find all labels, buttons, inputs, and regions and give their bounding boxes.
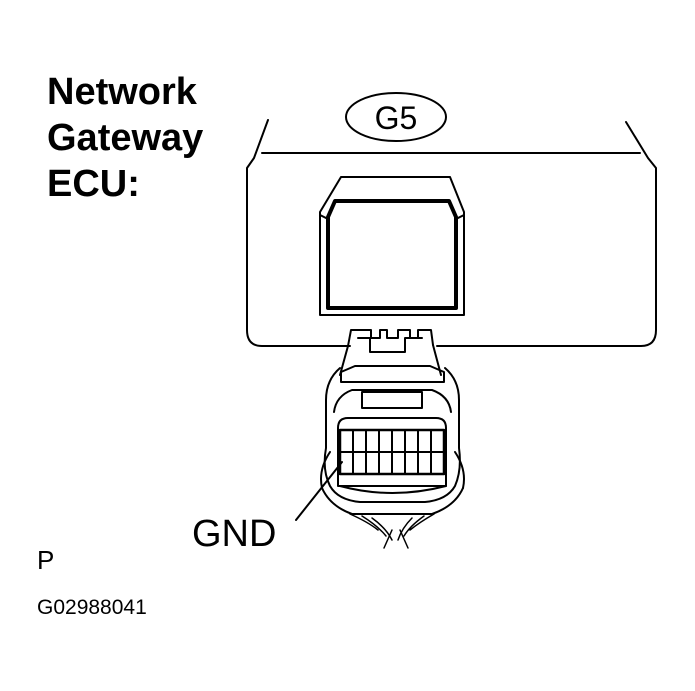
view-marker: P xyxy=(37,545,55,575)
wire-bundle xyxy=(349,513,435,549)
ecu-title-line-1: Network xyxy=(47,71,197,113)
ecu-title-line-3: ECU: xyxy=(47,163,140,205)
connector-code-badge: G5 xyxy=(345,92,447,142)
ecu-housing-outline xyxy=(246,119,657,347)
figure-id: G02988041 xyxy=(37,596,147,619)
ecu-receptacle xyxy=(319,176,465,316)
gnd-terminal-label: GND xyxy=(192,513,277,555)
harness-connector xyxy=(320,329,465,515)
connector-code-text: G5 xyxy=(375,100,418,136)
gnd-leader-line xyxy=(295,461,343,521)
ecu-title-line-2: Gateway xyxy=(47,117,204,159)
